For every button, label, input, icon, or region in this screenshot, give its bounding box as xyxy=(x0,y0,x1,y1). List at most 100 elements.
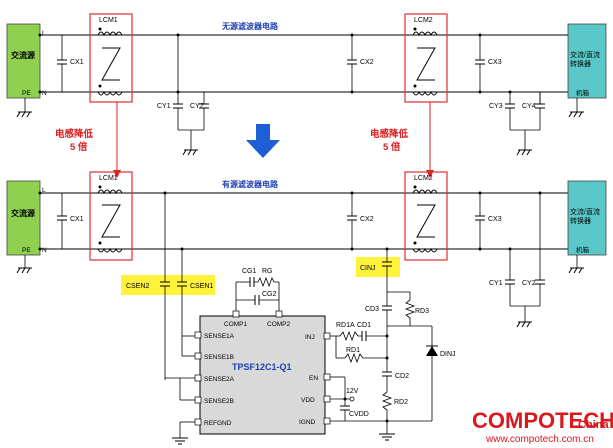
reduction-text-1a: 电感降低 xyxy=(55,128,94,140)
csen2-label: CSEN2 xyxy=(126,283,149,290)
tpsf12c1-ic xyxy=(199,315,326,435)
choke2-symbol xyxy=(412,27,438,96)
pin-sense1a: SENSE1A xyxy=(204,333,235,340)
cy2-label: CY2 xyxy=(190,103,204,110)
converter-block xyxy=(567,23,607,99)
cx2-capacitor xyxy=(347,33,357,94)
choke2-label-2: LCM2 xyxy=(414,175,433,182)
pin-n-label-2: N xyxy=(42,247,47,254)
converter-block-2 xyxy=(567,180,607,256)
watermark-brand: COMPOTECH xyxy=(472,408,613,433)
cx1-label-2: CX1 xyxy=(70,216,84,223)
choke2-symbol-2 xyxy=(412,185,438,253)
choke1-highlight xyxy=(89,13,133,103)
dinj-label: DINJ xyxy=(440,351,456,358)
cx3-label: CX3 xyxy=(488,59,502,66)
ac-source-block-2 xyxy=(6,180,41,256)
pin-sense2b: SENSE2B xyxy=(204,398,234,405)
rd3-label: RD3 xyxy=(415,308,429,315)
cy2-label-2: CY2 xyxy=(522,280,536,287)
pin-vdd-pad xyxy=(323,395,331,403)
reduction-text-2a: 电感降低 xyxy=(370,128,409,140)
active-filter-circuit: 交流源 L PE N 有源滤波器电路 CX1 LCM1 CSEN2 CSEN1 xyxy=(6,171,607,445)
cvdd-label: CVDD xyxy=(349,411,369,418)
ic-name: TPSF12C1-Q1 xyxy=(232,362,292,372)
cx1-capacitor xyxy=(57,35,67,92)
chassis-ground-3 xyxy=(516,321,532,328)
cx1-label: CX1 xyxy=(70,59,84,66)
csen-highlight xyxy=(121,275,215,295)
cd2-label: CD2 xyxy=(395,373,409,380)
pin-ignd: IGND xyxy=(299,419,316,426)
ignd-ground xyxy=(379,433,395,441)
reduction-annotations: 电感降低 5 倍 电感降低 5 倍 xyxy=(55,102,434,178)
pin-inj-pad xyxy=(323,332,331,340)
cy1-label-2: CY1 xyxy=(489,280,503,287)
cg1-label: CG1 xyxy=(242,268,257,275)
load-label-1: 交流/直流 xyxy=(570,50,600,59)
pin-l-label-2: L xyxy=(42,187,46,194)
csen1-label: CSEN1 xyxy=(190,283,213,290)
choke1-label-2: LCM1 xyxy=(99,175,118,182)
reduction-text-2b: 5 倍 xyxy=(383,141,401,153)
pin-ignd-pad xyxy=(323,417,331,425)
rd1-label: RD1 xyxy=(346,347,360,354)
pin-inj: INJ xyxy=(305,334,315,341)
pin-l-label: L xyxy=(42,30,46,37)
load-label-1-b: 交流/直流 xyxy=(570,207,600,216)
pin-sense2a: SENSE2A xyxy=(204,376,235,383)
cx2-label: CX2 xyxy=(360,59,374,66)
rd1a-label: RD1A xyxy=(336,322,355,329)
reduction-text-1b: 5 倍 xyxy=(70,141,88,153)
cx3-label-2: CX3 xyxy=(488,216,502,223)
chassis-label-2: 机箱 xyxy=(576,245,590,254)
pin-comp1: COMP1 xyxy=(224,321,248,328)
transition-arrow xyxy=(246,124,280,158)
choke1-symbol xyxy=(97,27,123,96)
rd2-label: RD2 xyxy=(394,399,408,406)
pin-vdd: VDD xyxy=(301,397,315,404)
cy1-label: CY1 xyxy=(157,103,171,110)
chassis-ground-2 xyxy=(516,149,532,156)
ac-source-block xyxy=(6,23,41,99)
pin-en-pad xyxy=(323,373,331,381)
refgnd-ground xyxy=(172,437,188,445)
pin-en: EN xyxy=(309,375,318,382)
compotech-watermark: COMPOTECH China www.compotech.com.cn xyxy=(472,408,613,445)
dinj-diode xyxy=(426,346,438,356)
chassis-ground-1 xyxy=(182,149,198,156)
choke2-label: LCM2 xyxy=(414,17,433,24)
choke1-symbol-2 xyxy=(97,185,123,253)
watermark-sub: China xyxy=(578,419,609,431)
pin-sense1b: SENSE1B xyxy=(204,354,234,361)
passive-title: 无源滤波器电路 xyxy=(221,21,279,31)
cinj-label: CINJ xyxy=(360,265,376,272)
choke2-highlight-2 xyxy=(404,171,448,261)
pin-comp2-pad xyxy=(275,310,283,318)
cy3-label: CY3 xyxy=(489,103,503,110)
cd1-label: CD1 xyxy=(357,322,371,329)
vdd-terminal xyxy=(349,396,355,402)
chassis-label: 机箱 xyxy=(576,88,590,97)
pin-pe-label-2: PE xyxy=(22,247,31,254)
choke1-label: LCM1 xyxy=(99,17,118,24)
pin-refgnd: REFGND xyxy=(204,420,232,427)
choke1-highlight-2 xyxy=(89,171,133,261)
load-label-2: 转换器 xyxy=(570,59,591,68)
load-label-2-b: 转换器 xyxy=(570,216,591,225)
pin-pe-label: PE xyxy=(22,90,31,97)
pin-comp1-pad xyxy=(232,310,240,318)
cg2-label: CG2 xyxy=(262,291,277,298)
rg-label: RG xyxy=(262,268,273,275)
cy4-label: CY4 xyxy=(522,103,536,110)
cx2-label-2: CX2 xyxy=(360,216,374,223)
v12-label: 12V xyxy=(346,388,359,395)
source-label-2: 交流源 xyxy=(11,208,35,218)
watermark-url: www.compotech.com.cn xyxy=(485,434,594,445)
active-title: 有源滤波器电路 xyxy=(222,179,279,189)
pin-comp2: COMP2 xyxy=(267,321,291,328)
source-label: 交流源 xyxy=(11,50,35,60)
pin-n-label: N xyxy=(42,90,47,97)
